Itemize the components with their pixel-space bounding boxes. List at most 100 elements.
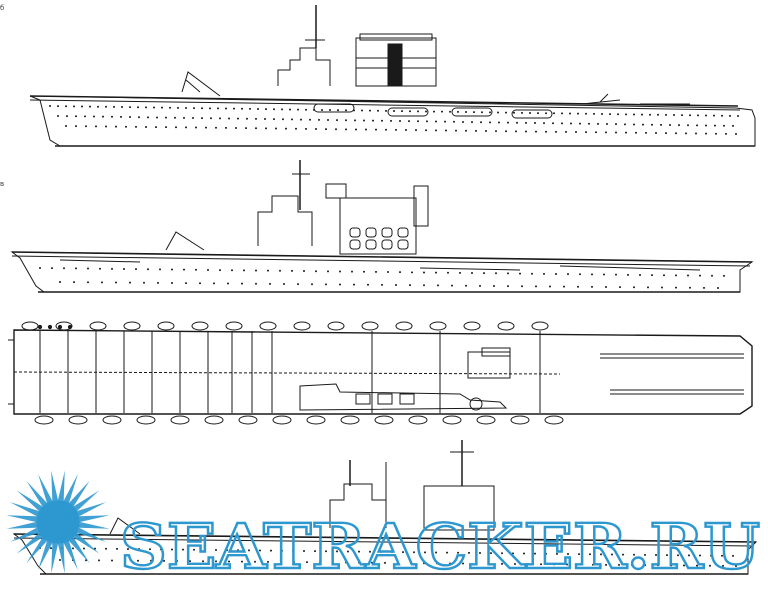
- porthole: [332, 561, 334, 564]
- porthole: [705, 132, 707, 135]
- porthole: [453, 120, 455, 123]
- porthole: [579, 563, 581, 566]
- porthole: [696, 124, 698, 127]
- side-mark: б: [0, 4, 5, 12]
- porthole: [424, 551, 426, 554]
- porthole: [315, 270, 317, 273]
- porthole: [649, 113, 651, 116]
- porthole: [715, 132, 717, 135]
- gun-tub: [293, 321, 311, 331]
- porthole: [655, 132, 657, 135]
- porthole: [675, 132, 677, 135]
- porthole: [513, 111, 515, 114]
- porthole: [339, 270, 341, 273]
- porthole: [408, 120, 410, 123]
- porthole: [625, 113, 627, 116]
- crane: [165, 231, 205, 251]
- porthole: [381, 283, 383, 286]
- porthole: [732, 124, 734, 127]
- crane: [109, 517, 141, 535]
- gun-tub: [55, 321, 73, 331]
- porthole: [371, 561, 373, 564]
- porthole: [183, 116, 185, 119]
- porthole: [201, 117, 203, 120]
- porthole: [481, 111, 483, 114]
- porthole: [390, 119, 392, 122]
- porthole: [231, 269, 233, 272]
- porthole: [409, 110, 411, 113]
- porthole: [505, 111, 507, 114]
- porthole: [521, 285, 523, 288]
- porthole: [246, 117, 248, 120]
- porthole: [325, 128, 327, 131]
- porthole: [318, 118, 320, 121]
- porthole: [102, 115, 104, 118]
- porthole: [553, 563, 555, 566]
- porthole: [325, 283, 327, 286]
- porthole: [553, 112, 555, 115]
- porthole: [462, 120, 464, 123]
- gun-tub: [463, 321, 481, 331]
- porthole: [651, 274, 653, 277]
- porthole: [395, 284, 397, 287]
- porthole: [552, 122, 554, 125]
- porthole: [369, 109, 371, 112]
- porthole: [523, 552, 525, 555]
- porthole: [384, 561, 386, 564]
- porthole: [633, 113, 635, 116]
- crane: [181, 71, 221, 97]
- porthole: [129, 116, 131, 119]
- porthole: [226, 549, 228, 552]
- porthole: [567, 273, 569, 276]
- porthole-rows-middle: [39, 267, 725, 289]
- porthole: [327, 118, 329, 121]
- porthole: [345, 128, 347, 131]
- porthole: [624, 123, 626, 126]
- porthole: [633, 553, 635, 556]
- porthole: [163, 559, 165, 562]
- porthole: [215, 126, 217, 129]
- gun-tub: [442, 415, 462, 425]
- centerline: [13, 371, 561, 375]
- elevator: [467, 351, 511, 379]
- porthole: [72, 547, 74, 550]
- porthole: [337, 109, 339, 112]
- porthole: [273, 108, 275, 111]
- porthole: [556, 552, 558, 555]
- porthole: [171, 282, 173, 285]
- porthole: [210, 117, 212, 120]
- porthole: [381, 119, 383, 122]
- porthole: [465, 284, 467, 287]
- porthole: [281, 549, 283, 552]
- porthole: [555, 272, 557, 275]
- porthole: [111, 559, 113, 562]
- porthole: [657, 113, 659, 116]
- porthole: [153, 106, 155, 109]
- porthole: [137, 559, 139, 562]
- porthole: [50, 547, 52, 550]
- gun-tub: [170, 415, 190, 425]
- porthole: [113, 105, 115, 108]
- porthole: [714, 124, 716, 127]
- island: [329, 483, 387, 528]
- porthole: [695, 132, 697, 135]
- porthole: [405, 129, 407, 132]
- porthole: [589, 553, 591, 556]
- porthole: [665, 113, 667, 116]
- gun-mount: [47, 324, 53, 330]
- watermark: SEATRACKER.RU: [6, 470, 761, 584]
- porthole: [115, 281, 117, 284]
- porthole: [711, 274, 713, 277]
- porthole: [540, 563, 542, 566]
- porthole: [435, 120, 437, 123]
- porthole: [138, 548, 140, 551]
- porthole: [565, 130, 567, 133]
- porthole: [537, 112, 539, 115]
- porthole: [309, 118, 311, 121]
- porthole: [345, 119, 347, 122]
- porthole: [721, 114, 723, 117]
- porthole: [329, 109, 331, 112]
- porthole: [207, 268, 209, 271]
- porthole: [567, 553, 569, 556]
- funnel-window: [349, 239, 361, 250]
